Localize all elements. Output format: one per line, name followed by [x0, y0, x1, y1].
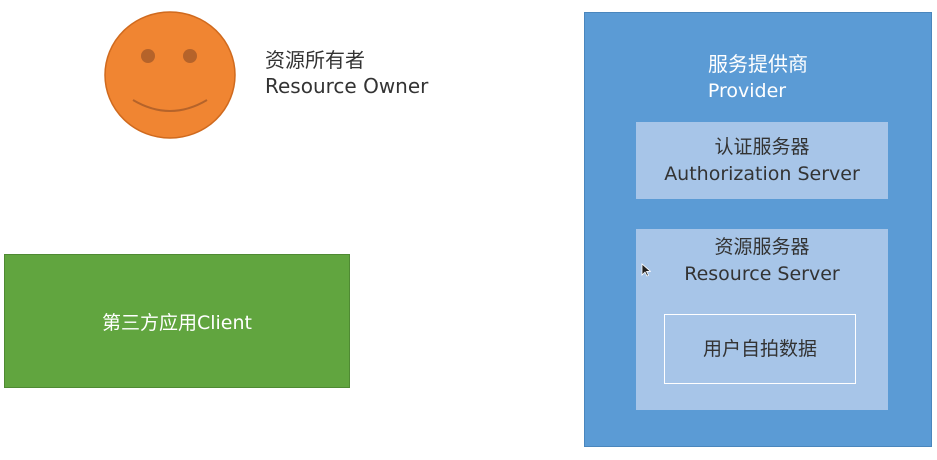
authorization-server-label-en: Authorization Server [664, 162, 860, 185]
resource-server-label-zh: 资源服务器 [714, 236, 810, 258]
user-photo-data-box: 用户自拍数据 [664, 314, 856, 384]
authorization-server-label-zh: 认证服务器 [714, 135, 810, 158]
client-box: 第三方应用Client [4, 254, 350, 388]
user-photo-data-label: 用户自拍数据 [702, 337, 817, 360]
provider-box: 服务提供商 Provider 认证服务器 Authorization Serve… [584, 12, 932, 447]
resource-owner-label-en: Resource Owner [265, 74, 429, 98]
resource-server-box: 资源服务器 Resource Server 用户自拍数据 [636, 229, 888, 410]
provider-title: 服务提供商 [708, 52, 808, 76]
resource-owner-label-zh: 资源所有者 [265, 48, 365, 72]
resource-owner-label: 资源所有者 Resource Owner [265, 47, 428, 99]
mouse-cursor-icon [641, 263, 651, 277]
client-label: 第三方应用Client [101, 311, 252, 334]
resource-server-label-en: Resource Server [684, 263, 840, 285]
provider-subtitle: Provider [707, 80, 787, 102]
smiley-face-icon [104, 11, 236, 139]
authorization-server-box: 认证服务器 Authorization Server [636, 122, 888, 199]
